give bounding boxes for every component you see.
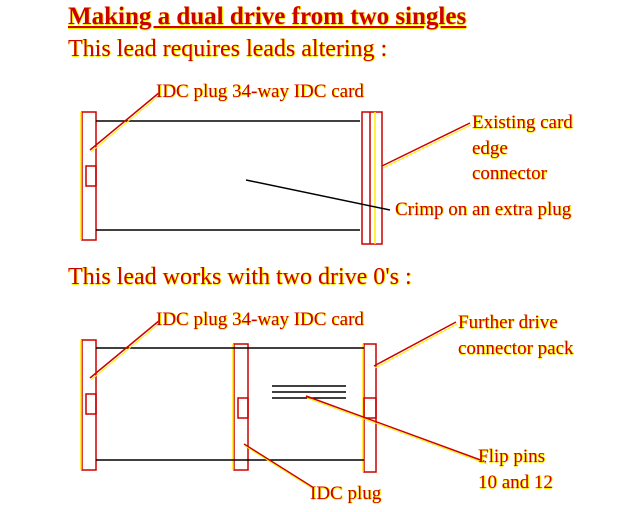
section1-label-crimp: Crimp on an extra plug [395,199,572,220]
section2-label-connector: Further drive connector pack [458,312,574,359]
section2-connector-key [363,397,377,419]
section1-idc-leader [89,91,161,151]
section2-flip-leader [305,395,487,463]
section1-edge-leader [381,122,471,167]
section1-label-edge: Existing card edge connector [472,112,573,185]
section2-connector-right [363,343,377,473]
section1-edge-connector [361,111,383,245]
section1-idc-plug [81,111,97,241]
section2-idc-key-middle [237,397,249,419]
section1-cable [80,91,472,245]
section2-idc-plug-left [81,339,97,471]
section1-heading: This lead requires leads altering : [68,36,388,62]
section2-idc-plug-leader [243,443,315,489]
section2-label-flip: Flip pins 10 and 12 [478,446,553,493]
section2-heading: This lead works with two drive 0's : [68,264,412,290]
section1-crimp-leader [245,179,391,211]
section2-idc-key-left [85,393,97,415]
section1-idc-key [85,165,97,187]
section2-label-idc: IDC plug 34-way IDC card [156,309,364,330]
section2-connector-leader [373,321,457,367]
section2-idc-leader [89,319,161,379]
section2-cable [80,319,488,491]
section2-label-idc-plug: IDC plug [310,483,382,504]
section2-idc-plug-middle [233,343,249,471]
section1-label-idc: IDC plug 34-way IDC card [156,81,364,102]
diagram-title: Making a dual drive from two singles [68,3,467,30]
